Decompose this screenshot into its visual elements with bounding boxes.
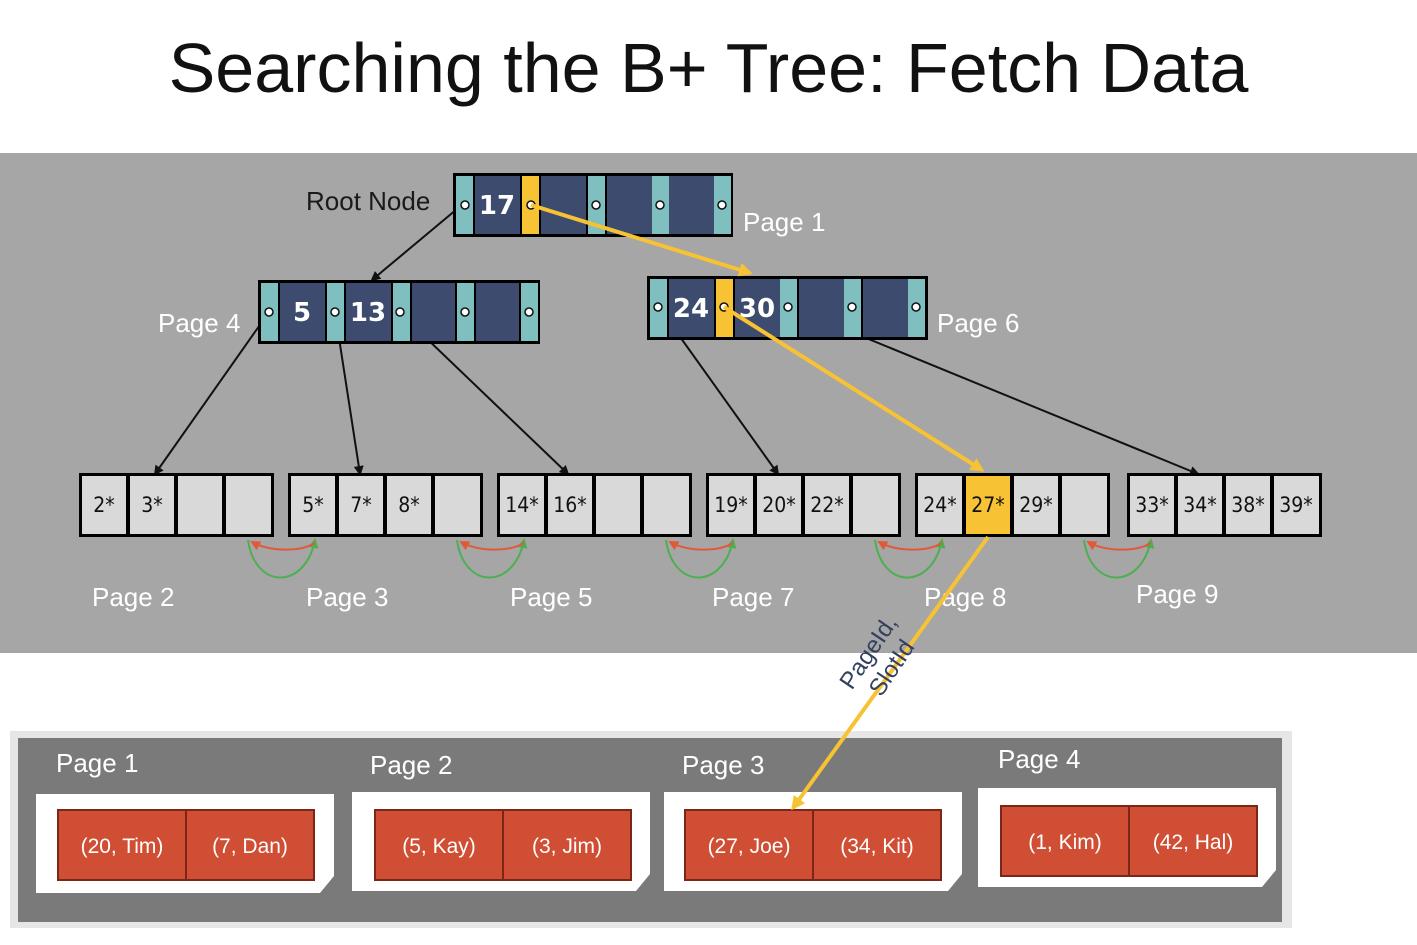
heap-page-2: Page 2 (5, Kay) (3, Jim) [352,750,650,891]
heap-page-1: Page 1 (20, Tim) (7, Dan) [36,748,334,893]
internal-node: 24 30 [647,276,928,340]
search-path-arrow [722,305,985,472]
pointer-arrow [153,311,270,476]
leaf-key: 29* [1019,493,1052,517]
heap-page-label: Page 3 [682,750,764,780]
leaf-page-label: Page 2 [92,582,174,612]
leaf-key: 24* [923,493,956,517]
node-page-label: Page 6 [937,308,1019,338]
leaf-key: 3* [141,493,162,517]
internal-node: 5 13 [258,280,540,344]
leaf-key: 14* [505,493,538,517]
leaf-node: 19* 20* 22* [706,473,901,537]
next-leaf-arrow [456,538,528,579]
leaf-key: 2* [93,493,114,517]
heap-page-label: Page 2 [370,750,452,780]
search-path-arrow [791,535,990,811]
leaf-key: 33* [1135,493,1168,517]
search-path-arrow [530,203,753,277]
heap-record: (1, Kim) [1028,831,1102,854]
leaf-node: 33* 34* 38* 39* [1127,473,1322,537]
leaf-node: 24* 27* 29* [915,473,1110,537]
heap-record: (3, Jim) [532,835,602,858]
leaf-key: 34* [1183,493,1216,517]
prev-leaf-arrow [668,541,734,551]
leaf-node: 2* 3* [79,473,274,537]
next-leaf-arrow [247,538,319,579]
leaf-key: 22* [810,493,843,517]
root-node: 17 [453,173,733,237]
heap-page-4: Page 4 (1, Kim) (42, Hal) [978,744,1276,887]
leaf-key: 7* [350,493,371,517]
node-key: 5 [293,298,311,328]
node-page-label: Page 4 [158,308,240,338]
prev-leaf-arrow [250,541,316,551]
heap-record: (5, Kay) [402,835,476,858]
leaf-page-label: Page 7 [712,582,794,612]
next-leaf-arrow [1083,538,1155,579]
sibling-links [247,538,1155,579]
prev-leaf-arrow [877,541,943,551]
leaf-node: 14* 16* [497,473,692,537]
search-path [530,203,990,811]
node-page-label: Page 1 [743,207,825,237]
leaf-page-label: Page 9 [1136,579,1218,609]
leaf-page-label: Page 5 [510,582,592,612]
node-key: 17 [479,191,515,221]
leaf-key: 20* [762,493,795,517]
heap-record: (20, Tim) [81,835,164,858]
heap-page-3: Page 3 (27, Joe) (34, Kit) [664,750,962,891]
pointer-arrow [370,203,464,282]
leaf-key: 16* [553,493,586,517]
heap-record: (34, Kit) [840,835,914,858]
leaf-key: 27* [971,493,1004,517]
prev-leaf-arrow [1086,541,1152,551]
page-title: Searching the B+ Tree: Fetch Data [168,29,1249,107]
leaf-key: 39* [1279,493,1312,517]
node-key: 24 [673,294,709,324]
next-leaf-arrow [665,538,737,579]
heap-record: (27, Joe) [708,835,791,858]
heap-record: (42, Hal) [1153,831,1234,854]
root-node-label: Root Node [306,186,430,216]
leaf-key: 19* [714,493,747,517]
next-leaf-arrow [874,538,946,579]
heap-page-label: Page 4 [998,744,1080,774]
node-key: 13 [350,298,386,328]
leaf-node: 5* 7* 8* [288,473,483,537]
leaf-key: 38* [1231,493,1264,517]
prev-leaf-arrow [459,541,525,551]
leaf-key: 5* [302,493,323,517]
leaf-key: 8* [398,493,419,517]
heap-record: (7, Dan) [212,835,288,858]
heap-page-label: Page 1 [56,748,138,778]
leaf-page-label: Page 3 [306,582,388,612]
